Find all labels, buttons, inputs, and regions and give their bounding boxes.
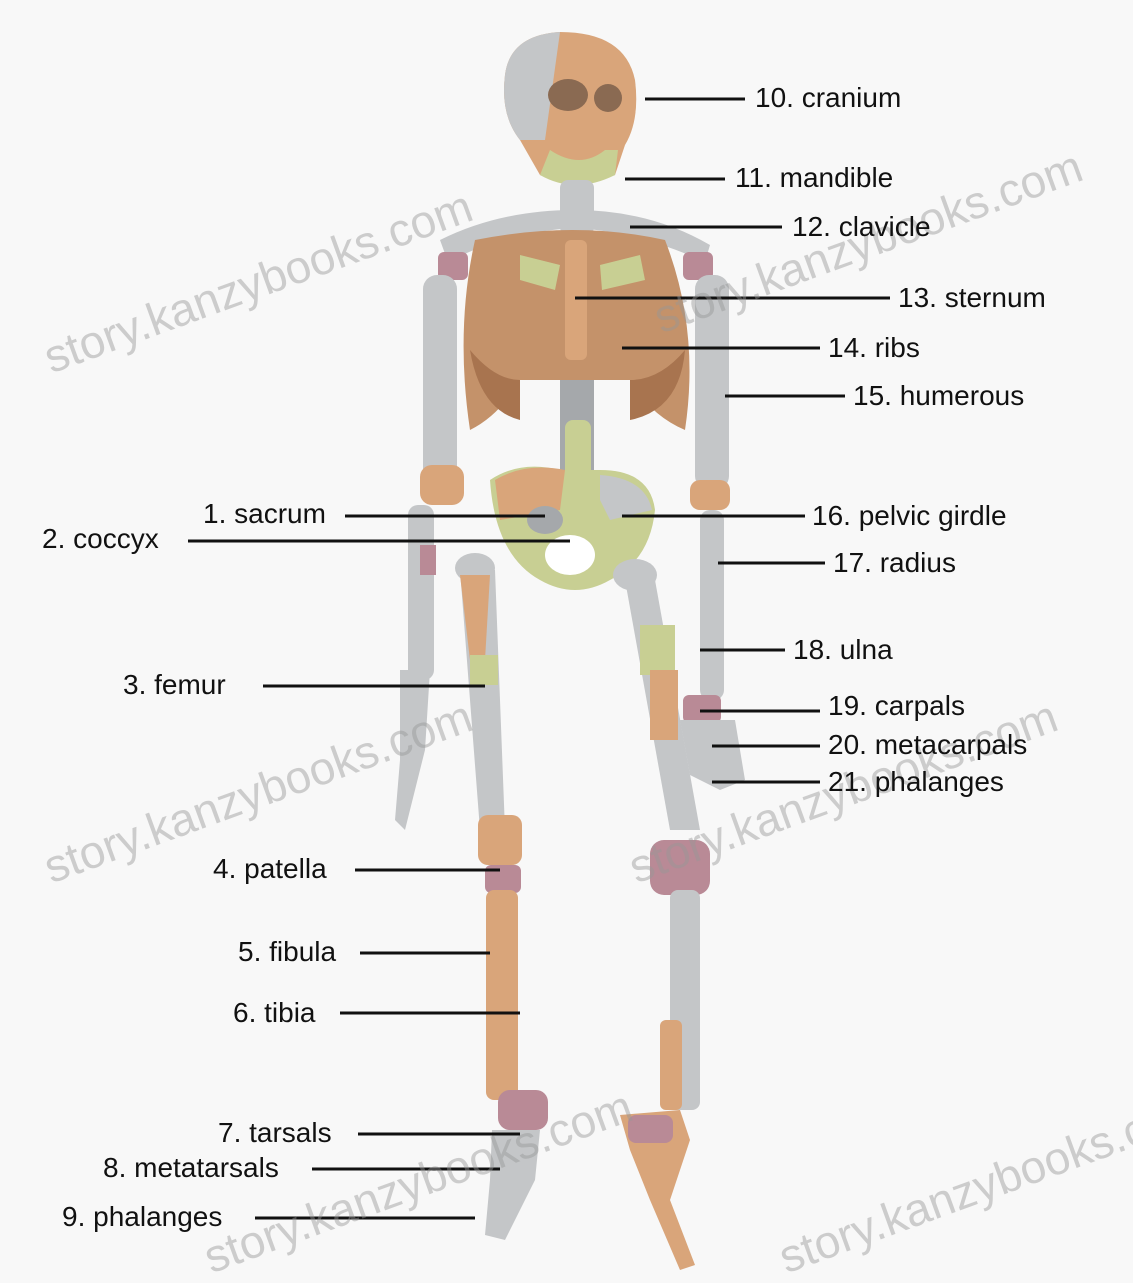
label-humerous: 15. humerous <box>853 381 1024 411</box>
label-coccyx: 2. coccyx <box>42 524 159 554</box>
label-clavicle: 12. clavicle <box>792 212 931 242</box>
label-pelvic-girdle: 16. pelvic girdle <box>812 501 1007 531</box>
label-ribs: 14. ribs <box>828 333 920 363</box>
label-cranium: 10. cranium <box>755 83 901 113</box>
label-patella: 4. patella <box>213 854 327 884</box>
label-mandible: 11. mandible <box>735 163 893 193</box>
label-tarsals: 7. tarsals <box>218 1118 332 1148</box>
label-metacarpals: 20. metacarpals <box>828 730 1027 760</box>
label-metatarsals: 8. metatarsals <box>103 1153 279 1183</box>
label-tibia: 6. tibia <box>233 998 316 1028</box>
label-phalanges-hand: 21. phalanges <box>828 767 1004 797</box>
label-femur: 3. femur <box>123 670 226 700</box>
label-carpals: 19. carpals <box>828 691 965 721</box>
label-radius: 17. radius <box>833 548 956 578</box>
label-sacrum: 1. sacrum <box>203 499 326 529</box>
label-sternum: 13. sternum <box>898 283 1046 313</box>
label-ulna: 18. ulna <box>793 635 893 665</box>
skull <box>504 32 636 185</box>
label-fibula: 5. fibula <box>238 937 336 967</box>
label-phalanges-foot: 9. phalanges <box>62 1202 222 1232</box>
